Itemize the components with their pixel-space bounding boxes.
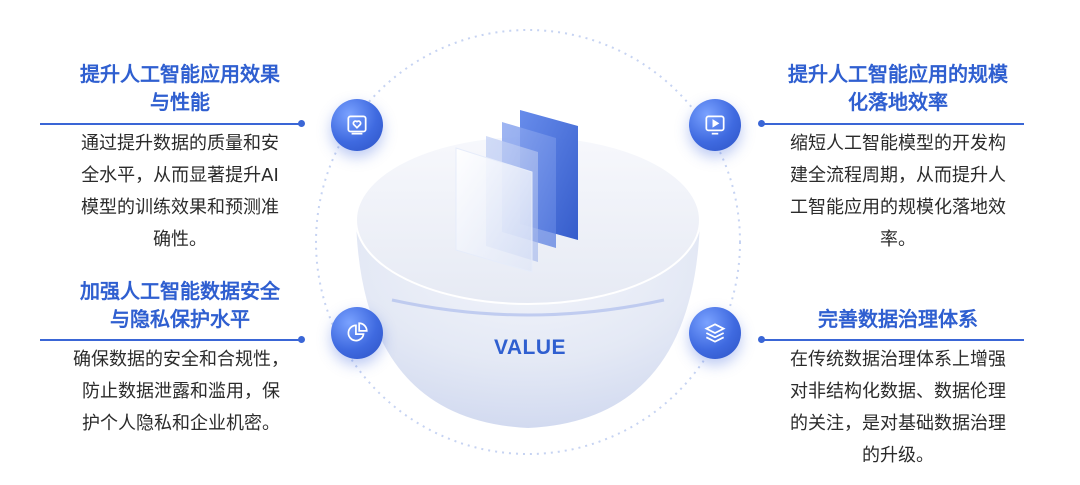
bottom-left-divider: [40, 339, 302, 341]
top-left-divider: [40, 123, 302, 125]
pie-chart-icon: [331, 307, 383, 359]
center-value-label: VALUE: [493, 336, 567, 359]
top-left-description: 通过提升数据的质量和安 全水平，从而显著提升AI 模型的训练效果和预测准 确性。: [81, 133, 279, 250]
image-heart-icon: [331, 99, 383, 151]
top-left-divider-dot: [298, 120, 305, 127]
dotted-ring: [315, 29, 741, 455]
monitor-play-icon: [689, 99, 741, 151]
bottom-left-divider-dot: [298, 336, 305, 343]
bottom-right-divider: [762, 339, 1024, 341]
top-right-divider: [762, 123, 1024, 125]
top-left-title: 提升人工智能应用效果 与性能: [80, 62, 280, 114]
bottom-right-title: 完善数据治理体系: [818, 307, 978, 331]
bottom-right-divider-dot: [758, 336, 765, 343]
bottom-right-description: 在传统数据治理体系上增强 对非结构化数据、数据伦理 的关注，是对基础数据治理 的…: [790, 349, 1006, 466]
bottom-left-title: 加强人工智能数据安全 与隐私保护水平: [80, 279, 280, 331]
top-right-title: 提升人工智能应用的规模 化落地效率: [788, 62, 1008, 114]
bottom-left-description: 确保数据的安全和合规性， 防止数据泄露和滥用，保 护个人隐私和企业机密。: [73, 349, 289, 434]
top-right-description: 缩短人工智能模型的开发构 建全流程周期，从而提升人 工智能应用的规模化落地效 率…: [790, 133, 1006, 250]
top-right-divider-dot: [758, 120, 765, 127]
glass-panels: [455, 110, 578, 273]
layers-icon: [689, 307, 741, 359]
